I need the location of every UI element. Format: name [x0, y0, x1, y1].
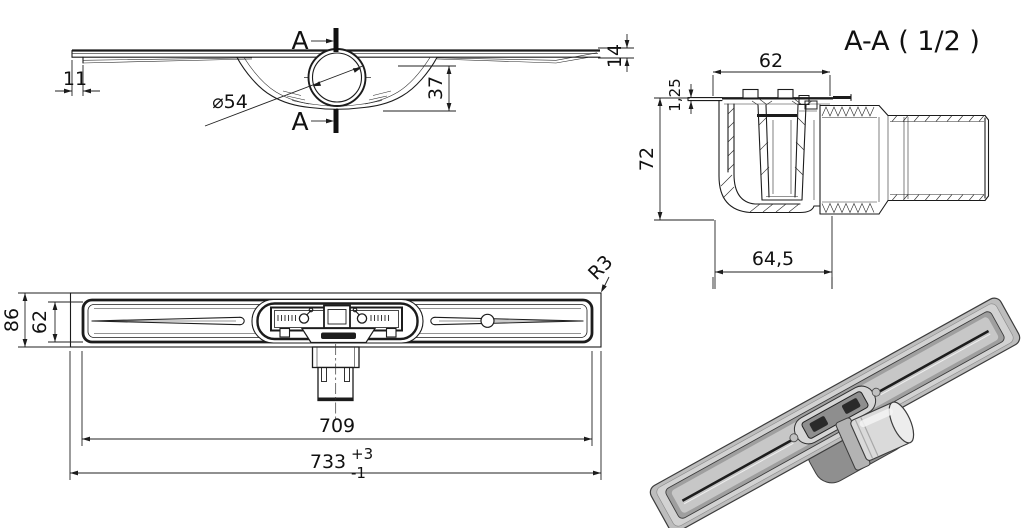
dim-step-label: 11	[63, 68, 87, 90]
dim-top-width-label: 62	[759, 50, 783, 72]
dim-overall-width-label: 86	[1, 308, 23, 332]
dim-lip-label: 1,25	[666, 78, 684, 111]
iso-outlet-pipe	[835, 401, 915, 471]
outlet-circle	[307, 48, 367, 107]
iso-view	[649, 297, 1021, 528]
dim-outlet-dia-label: ⌀54	[212, 91, 248, 113]
dim-height-label: 72	[636, 147, 658, 171]
embossed-text-mark-right	[370, 315, 389, 321]
dim-edge-height-label: 14	[604, 44, 626, 68]
section-view: A-A ( 1/2 )	[636, 26, 990, 289]
trap-body-section	[687, 88, 852, 215]
dim-corner-radius-label: R3	[584, 251, 617, 284]
dim-grate-length-label: 709	[319, 415, 355, 437]
dim-section-lip: 1,25	[666, 78, 694, 114]
dim-bottom-width-label: 64,5	[752, 248, 794, 270]
section-title: A-A ( 1/2 )	[844, 26, 980, 57]
dim-corner-radius: R3	[584, 251, 617, 293]
plan-view: 86 62 709 733 +3 -1	[1, 251, 833, 482]
dim-step: 11	[55, 60, 100, 96]
embossed-text-mark-left	[277, 315, 296, 321]
section-cut-marker-bottom: A	[291, 107, 339, 136]
cut-letter-bottom: A	[291, 107, 308, 136]
section-cut-marker-top: A	[291, 26, 339, 55]
outlet-plan	[311, 344, 360, 420]
dim-edge-height: 14	[598, 34, 634, 72]
dim-plan-channel-width: 62	[29, 301, 83, 343]
dim-section-top-width: 62	[712, 50, 831, 96]
grate-slot-right	[430, 313, 584, 328]
front-view: ⌀54 11 14 37	[55, 26, 634, 136]
dim-plan-overall-width: 86	[1, 292, 70, 348]
dim-section-height: 72	[636, 97, 714, 221]
dim-overall-length-label: 733	[310, 451, 346, 473]
cut-letter-top: A	[291, 26, 308, 55]
keyhole-screw-right	[352, 307, 368, 324]
grate-slot-left	[91, 316, 245, 326]
keyhole-screw-left	[298, 307, 314, 324]
slot-hole	[480, 313, 495, 328]
dim-section-bottom-width: 64,5	[714, 216, 833, 289]
dim-plan-overall-length: 733 +3 -1	[69, 351, 602, 482]
tolerance-plus-label: +3	[351, 445, 373, 463]
outlet-pipe-section	[819, 104, 990, 215]
dim-channel-width-label: 62	[29, 310, 51, 334]
central-insert	[251, 298, 424, 344]
dim-trap-depth-label: 37	[425, 76, 447, 100]
dim-trap-depth: 37	[383, 65, 456, 112]
dim-plan-grate-length: 709	[81, 351, 593, 446]
dim-outlet-diameter: ⌀54	[204, 65, 365, 127]
tolerance-minus-label: -1	[351, 464, 366, 482]
